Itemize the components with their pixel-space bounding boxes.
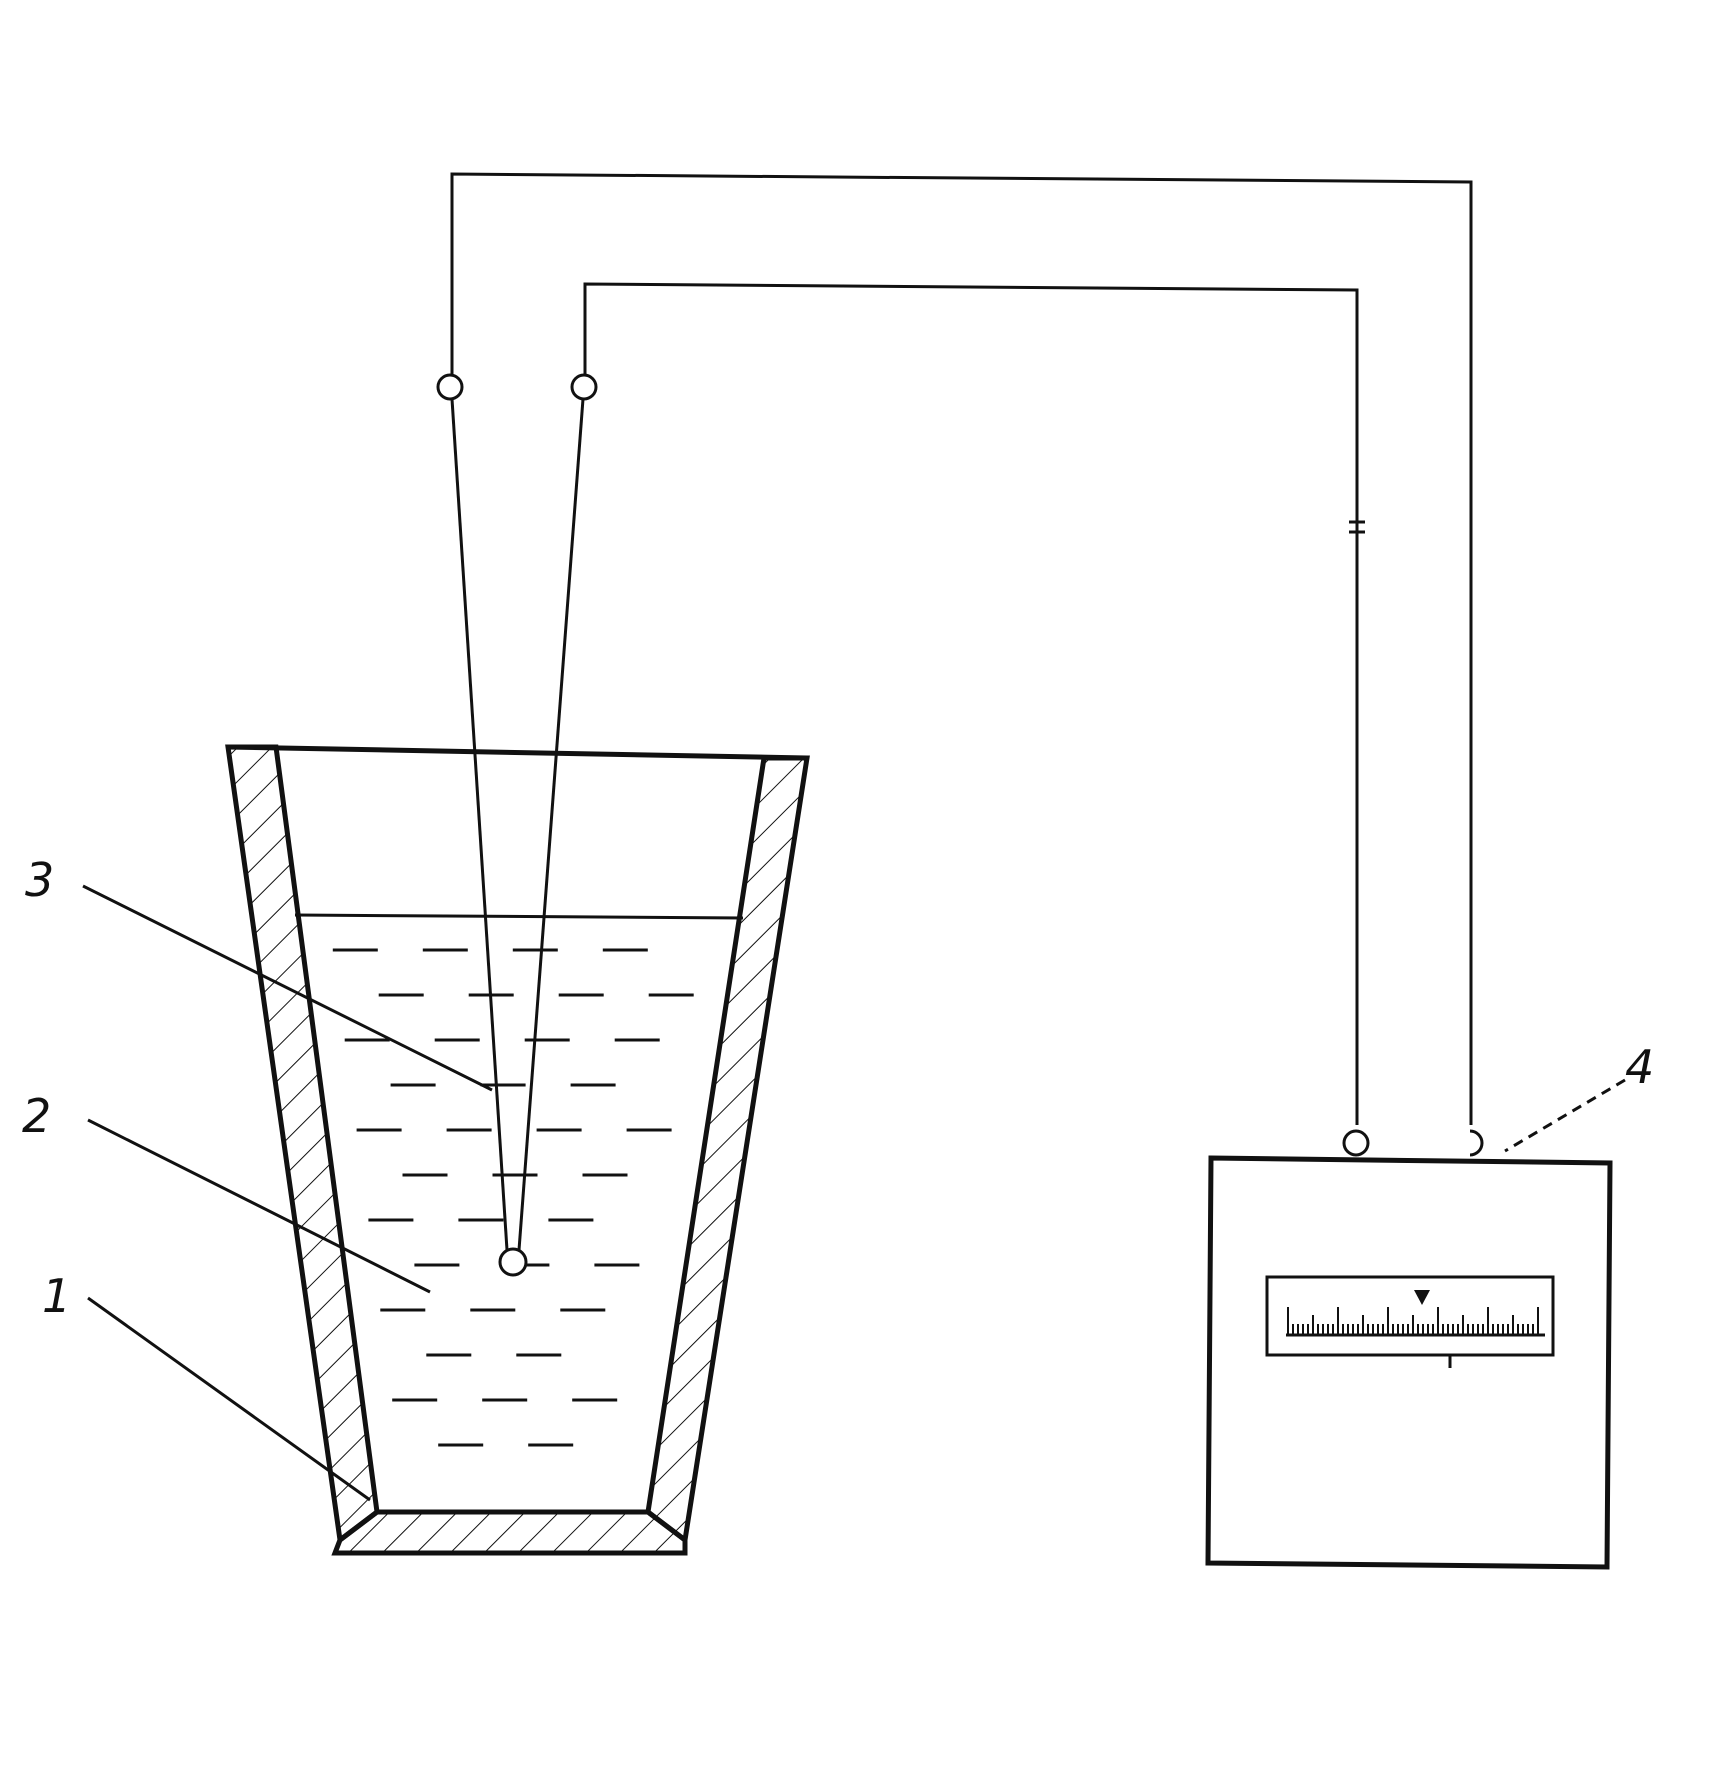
- callout-label-1: 1: [42, 1269, 71, 1323]
- circle-terminal-icon[interactable]: [1469, 1129, 1484, 1157]
- callout-label-3: 3: [25, 853, 54, 907]
- meter-dial-icon: [1265, 1275, 1555, 1368]
- circle-terminal-icon[interactable]: [1342, 1129, 1370, 1157]
- melt-dashes: [332, 948, 694, 1447]
- leader-line-3: [82, 884, 493, 1092]
- callout-labels: 1 2 3 4: [22, 853, 1654, 1323]
- crucible-left-wall: [225, 744, 380, 1545]
- crucible: [225, 744, 810, 1556]
- leader-line-4: [1504, 1078, 1626, 1153]
- callout-label-2: 2: [22, 1089, 51, 1143]
- thermocouple: [436, 373, 598, 1277]
- callout-label-4: 4: [1625, 1040, 1654, 1094]
- thermocouple-wire-right: [517, 398, 585, 1251]
- outer-lead: [450, 172, 1473, 1125]
- crucible-right-wall: [645, 755, 810, 1545]
- crucible-bottom: [331, 1509, 688, 1556]
- meter-scale-ticks: [1287, 1307, 1539, 1335]
- melt: [294, 913, 744, 1447]
- callout-leaders: [82, 884, 1626, 1502]
- inner-lead: [583, 282, 1359, 1125]
- crucible-rim: [227, 744, 808, 761]
- circle-terminal-icon[interactable]: [570, 373, 598, 401]
- circle-terminal-icon[interactable]: [436, 373, 464, 401]
- meter: [1205, 1129, 1613, 1570]
- thermocouple-wire-left: [450, 398, 509, 1251]
- leader-line-2: [87, 1118, 431, 1294]
- circle-junction-icon: [498, 1247, 528, 1277]
- leader-line-1: [87, 1296, 371, 1502]
- meter-pointer: [1414, 1290, 1430, 1305]
- melt-surface: [294, 913, 744, 920]
- connecting-leads: [450, 172, 1473, 1125]
- meter-scale-window: [1265, 1275, 1555, 1357]
- meter-body: [1205, 1155, 1613, 1570]
